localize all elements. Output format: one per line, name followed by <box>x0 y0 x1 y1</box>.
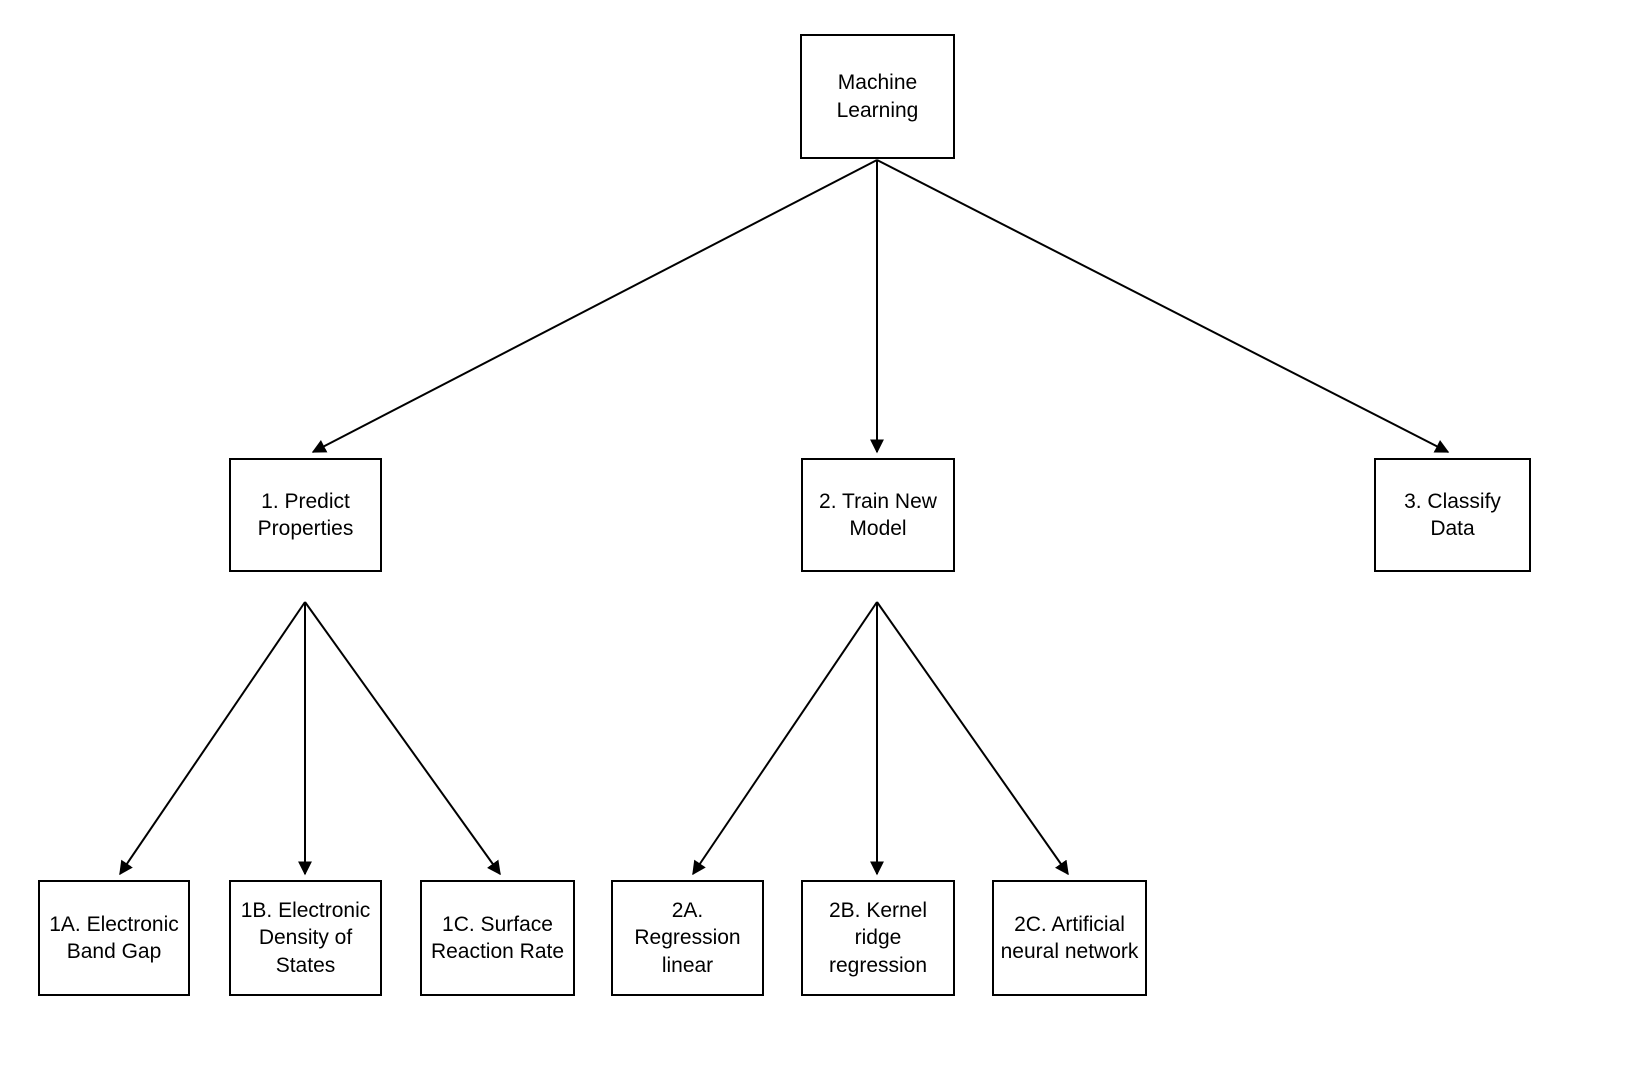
node-artificial-neural-network-label: 2C. Artificial neural network <box>1000 912 1139 963</box>
edge-root-to-branch-1 <box>311 159 878 453</box>
node-electronic-band-gap-label: 1A. Electronic Band Gap <box>49 912 179 963</box>
node-electronic-band-gap[interactable]: 1A. Electronic Band Gap <box>38 880 190 996</box>
node-surface-reaction-rate-label: 1C. Surface Reaction Rate <box>430 912 565 963</box>
node-classify-data-label: 3. Classify Data <box>1404 489 1501 540</box>
edge-branch-1-to-leaf-1a <box>119 601 306 876</box>
edge-root-to-branch-3 <box>876 159 1450 453</box>
node-train-new-model-label: 2. Train New Model <box>819 489 937 540</box>
edge-branch-2-to-leaf-2c <box>876 601 1069 876</box>
node-electronic-density-of-states[interactable]: 1B. Electronic Density of States <box>229 880 382 996</box>
node-predict-properties-label: 1. Predict Properties <box>257 489 354 540</box>
node-predict-properties[interactable]: 1. Predict Properties <box>229 458 382 572</box>
node-electronic-density-of-states-label: 1B. Electronic Density of States <box>240 899 371 977</box>
node-regression-linear[interactable]: 2A. Regression linear <box>611 880 764 996</box>
node-machine-learning-label: Machine Learning <box>836 71 919 122</box>
node-machine-learning[interactable]: Machine Learning <box>800 34 955 159</box>
node-classify-data[interactable]: 3. Classify Data <box>1374 458 1531 572</box>
node-kernel-ridge-regression[interactable]: 2B. Kernel ridge regression <box>801 880 955 996</box>
node-train-new-model[interactable]: 2. Train New Model <box>801 458 955 572</box>
edge-branch-1-to-leaf-1c <box>304 601 501 876</box>
node-surface-reaction-rate[interactable]: 1C. Surface Reaction Rate <box>420 880 575 996</box>
edge-branch-2-to-leaf-2a <box>692 601 878 876</box>
node-regression-linear-label: 2A. Regression linear <box>634 899 741 977</box>
node-kernel-ridge-regression-label: 2B. Kernel ridge regression <box>828 899 928 977</box>
node-artificial-neural-network[interactable]: 2C. Artificial neural network <box>992 880 1147 996</box>
